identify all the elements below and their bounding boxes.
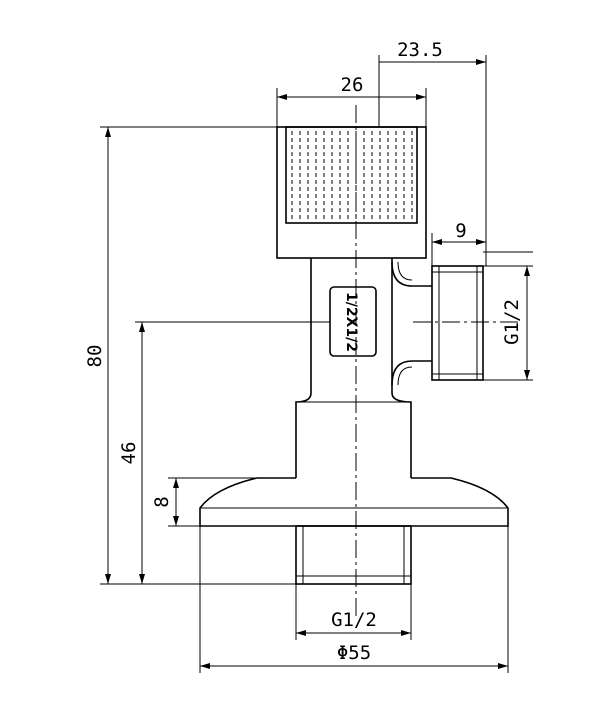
- dim-outlet-length: 9: [455, 220, 466, 242]
- dim-centerline-height: 46: [118, 442, 140, 465]
- flange: [199, 477, 509, 527]
- dim-flange-thickness: 8: [151, 496, 173, 507]
- dim-overall-height: 80: [84, 345, 106, 368]
- dim-outlet-thread: G1/2: [501, 299, 523, 345]
- body-marking-text: 1/2X1/2: [343, 292, 359, 352]
- body-marking: 1/2X1/2: [329, 286, 377, 357]
- dim-inlet-thread: G1/2: [331, 609, 377, 631]
- dim-top-offset: 23.5: [397, 39, 443, 61]
- knurled-grip: [291, 131, 413, 219]
- dim-knob-width: 26: [341, 74, 364, 96]
- handle-knob: [276, 126, 427, 259]
- dimension-lines: [105, 59, 530, 669]
- bottom-inlet: [295, 525, 412, 585]
- dimension-labels: 23.5 26 9 G1/2 80 46 8 G1/2 Φ55: [84, 39, 523, 664]
- valve-body: [295, 258, 432, 478]
- center-lines: [355, 105, 520, 620]
- dim-flange-diameter: Φ55: [337, 642, 371, 664]
- side-outlet: [431, 265, 484, 381]
